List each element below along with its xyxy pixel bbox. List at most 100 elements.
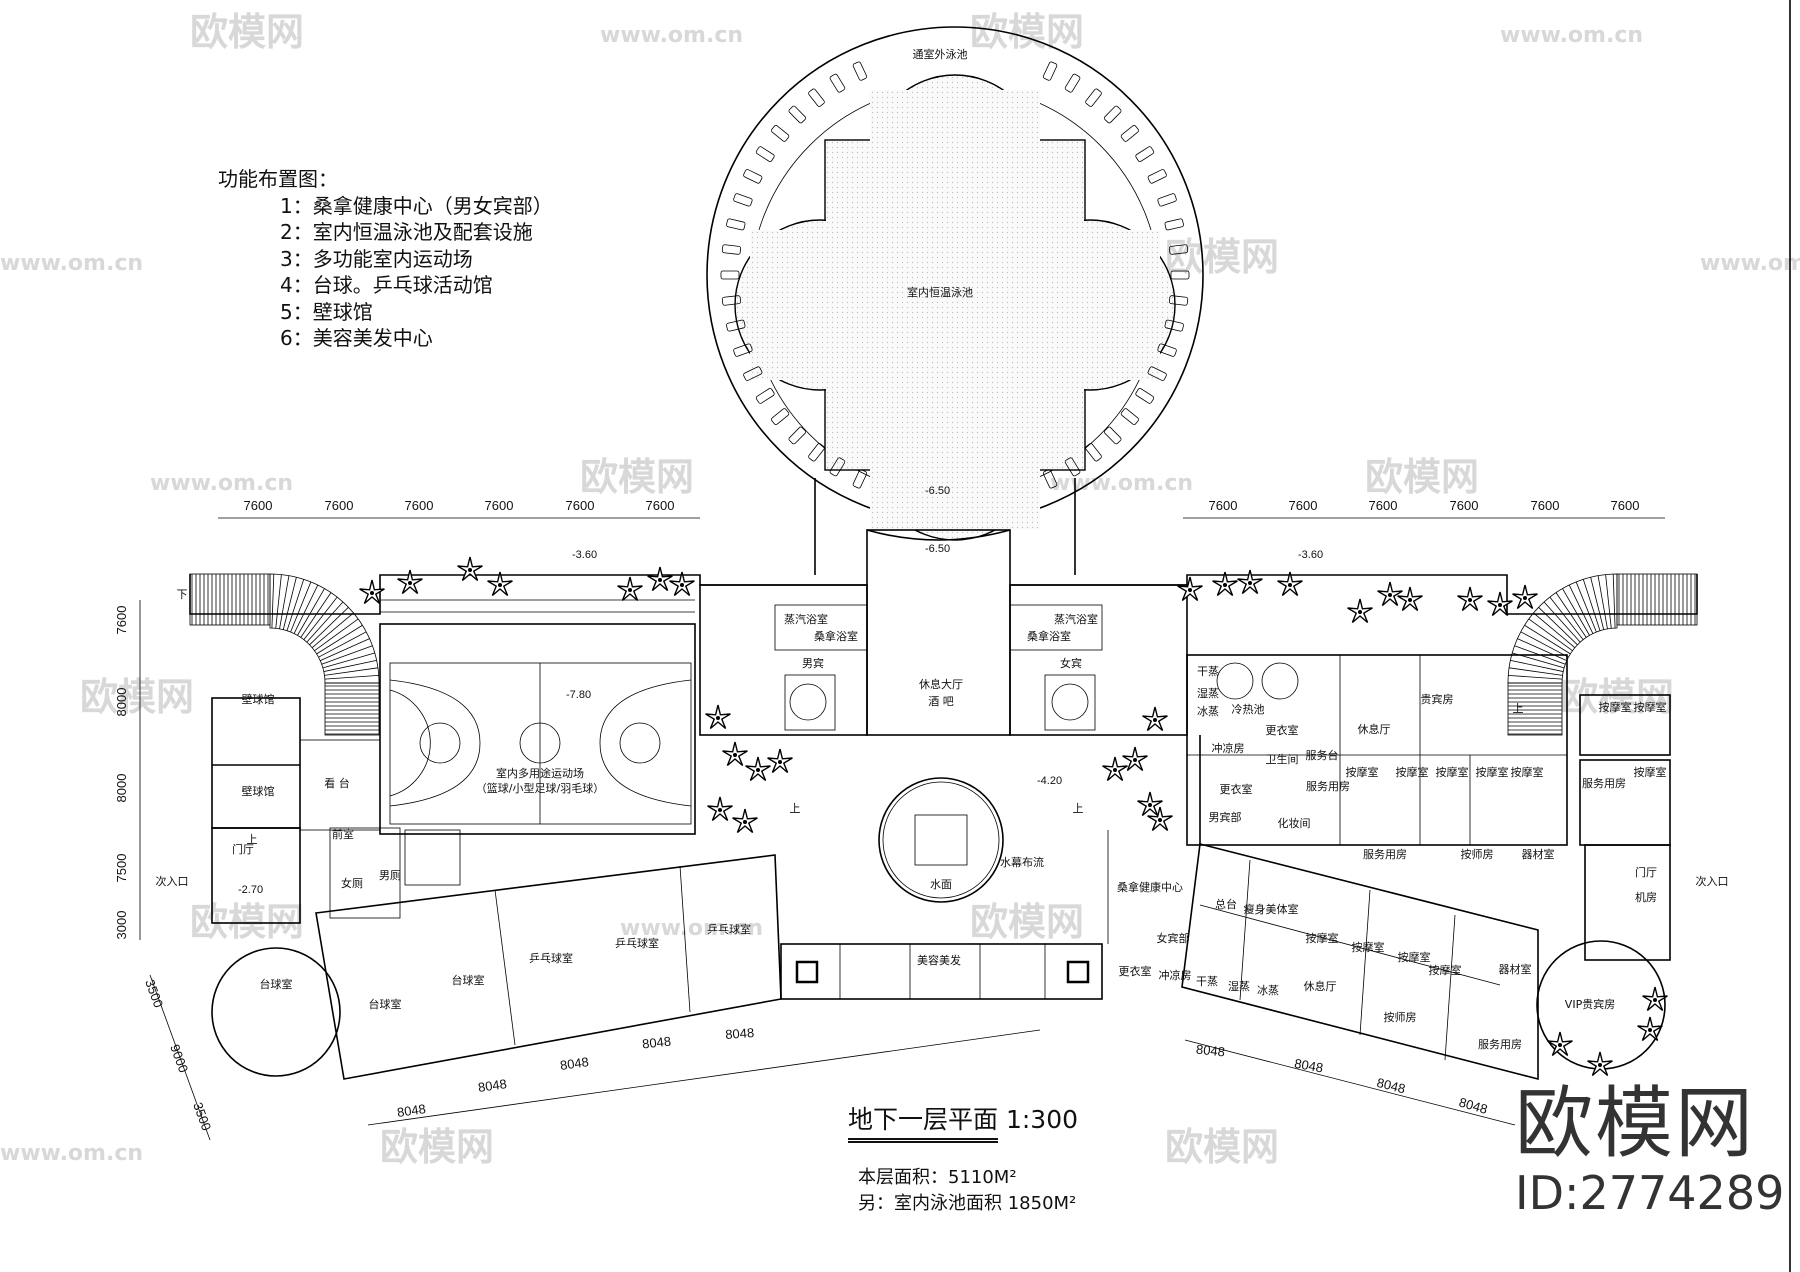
watermark-logo: 欧模网 [1165,1125,1279,1169]
tree-icon [1377,581,1403,607]
watermark-logo: 欧模网 [190,10,304,54]
tree-icon [745,756,771,782]
room-label: 台球室 [452,973,485,987]
room-label: 水幕布流 [1000,855,1044,869]
stair-up-label: 上 [247,833,258,846]
room-label: 门厅 [1635,865,1657,879]
stair-tread [1597,575,1608,629]
tree-icon [1457,586,1483,612]
stair-up-label: 上 [790,802,801,815]
level-mark: -7.80 [566,689,591,701]
room-label: 桑拿健康中心 [1117,880,1183,894]
stair-straight [324,682,380,736]
tree-icon [1137,791,1163,817]
dim-top: 7600 [1450,498,1479,513]
area-notes: 本层面积：5110M² 另：室内泳池面积 1850M² [858,1165,1076,1217]
room-label: 室内恒温泳池 [907,285,973,299]
stair-tread [271,574,275,629]
lounge-chair [1103,426,1122,445]
stair-down-label: 下 [177,588,188,601]
stair-tread [1510,659,1564,672]
plan-title-text: 地下一层平面 [848,1100,999,1143]
plan-title: 地下一层平面 1:300 [848,1100,1078,1143]
lounge-chair [1064,73,1081,93]
tree-icon [767,748,793,774]
stair-tread [1533,612,1576,648]
lounge-chair [1164,319,1184,332]
dim-top: 7600 [485,498,514,513]
tree-icon [705,704,731,730]
room-label: 按摩室 [1634,700,1667,714]
room-label: 器材室 [1499,962,1532,976]
room-label: 干蒸 [1196,975,1218,988]
dim-top: 7600 [1369,498,1398,513]
stair-tread [314,618,359,651]
room-label: 按摩室 [1346,765,1379,779]
stair-tread [321,645,373,665]
room-label: 机房 [1635,890,1657,904]
tree-icon [647,566,673,592]
stair-tread [1549,596,1584,640]
stair-tread [1543,601,1581,643]
lounge-chair [1120,408,1139,425]
room-label: 台球室 [260,977,293,991]
room-label: 干蒸 [1197,665,1219,678]
room-label: 女宾部 [1157,931,1190,945]
tree-icon [1142,706,1168,732]
pool-area: 另：室内泳池面积 1850M² [858,1193,1077,1214]
room-label: 按摩室 [1476,765,1509,779]
stair-curve [1507,573,1618,684]
room-label: 休息厅 [1304,979,1337,993]
room-label: 乒乓球室 [615,936,659,950]
stair-tread [324,674,379,680]
stair-tread [1562,588,1590,636]
tree-icon [1587,1051,1613,1077]
room-label: 室内多用途运动场 [496,766,584,780]
room-label: 前室 [332,827,354,841]
level-mark: -6.50 [925,543,950,555]
lounge-chair [852,61,868,81]
dim-left-diag: 3500 [190,1100,214,1132]
tree-icon [1237,569,1263,595]
stair-tread [1605,574,1612,629]
legend-item: 5：壁球馆 [280,299,373,324]
lounge-chair [743,169,763,184]
function-legend: 功能布置图： 1：桑拿健康中心（男女宾部） 2：室内恒温泳池及配套设施 3：多功… [218,166,553,352]
lounge-chair [726,218,746,231]
dim-bottom: 8048 [1293,1056,1324,1076]
dim-top: 7600 [1531,498,1560,513]
lounge-chair [755,146,775,162]
dim-top: 7600 [325,498,354,513]
watermark-logo: 欧模网 [1560,675,1674,719]
room-labels: 通室外泳池 室内恒温泳池 壁球馆 壁球馆 看 台 室内多用途运动场 （篮球/小型… [156,47,1729,1051]
dim-left-diag: 9000 [167,1042,191,1074]
room-label: 冰蒸 [1197,705,1219,718]
tree-icon [1212,571,1238,597]
watermark-url: www.om.cn [0,1141,143,1166]
lounge-chair [720,270,740,280]
stair-tread [323,659,377,672]
stair-tread [1517,638,1567,661]
stair-tread [303,596,338,640]
dim-left: 3000 [114,911,129,940]
lounge-chair [829,457,846,477]
dim-left: 7500 [114,854,129,883]
room-label: 蒸汽浴室 [784,612,828,626]
room-label: 女厕 [341,876,363,890]
lounge-chair [1085,88,1102,107]
watermark-url: www.om.cn [600,23,743,48]
room-label: 壁球馆 [242,692,275,706]
dim-bottom: 8048 [641,1034,671,1052]
level-mark: -3.60 [572,549,597,561]
lounge-chair [1135,146,1155,162]
room-label: 冰蒸 [1257,984,1279,997]
stair-tread [311,612,354,648]
entrance-label: 次入口 [156,874,189,888]
tree-icon [1147,806,1173,832]
dim-bottom: 8048 [396,1101,427,1120]
room-label: 瘦身美体室 [1244,902,1299,916]
watermark-logo: 欧模网 [970,10,1084,54]
room-label: 男宾 [802,656,824,670]
lounge-chair [1085,443,1102,462]
